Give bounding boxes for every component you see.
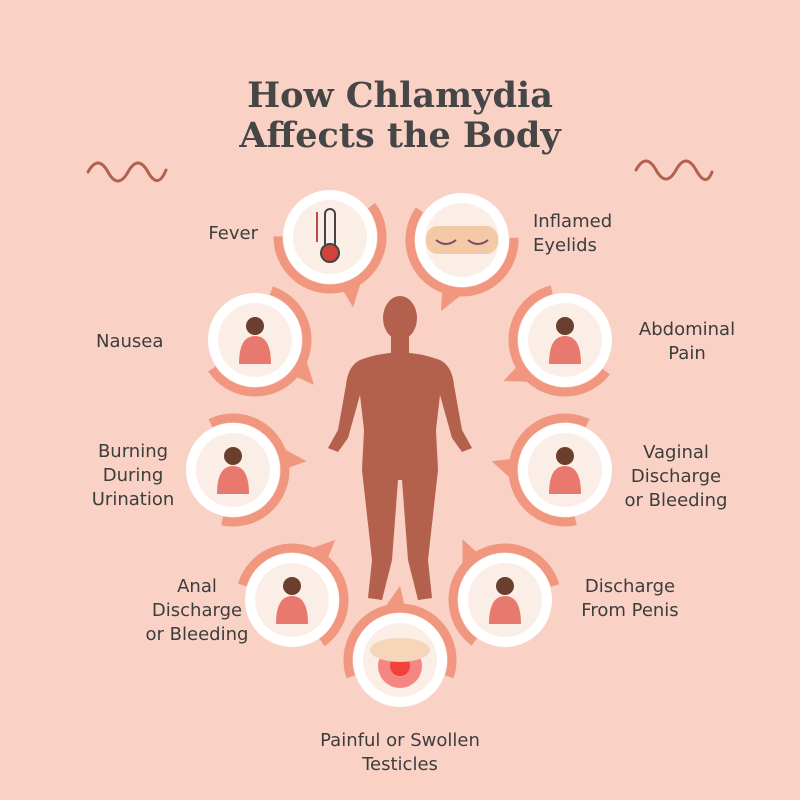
bubble-pointer: [503, 364, 535, 382]
bubble-pointer: [306, 539, 336, 562]
label-line: From Penis: [581, 600, 679, 621]
swollen-testicles-icon: [370, 638, 430, 688]
label-line: Urination: [91, 489, 175, 510]
title-line-1: How Chlamydia: [247, 75, 553, 116]
bubble-pointer: [382, 586, 406, 612]
symptom-label-nausea: Nausea: [96, 330, 163, 354]
page-title: How Chlamydia Affects the Body: [0, 76, 800, 156]
label-line: Pain: [668, 343, 706, 364]
bubble-pointer: [293, 355, 314, 385]
pelvis-icon: [489, 577, 521, 624]
symptom-bubble-fever: [273, 190, 387, 308]
symptom-bubble-burning-urination: [186, 413, 307, 527]
symptom-bubble-nausea: [208, 286, 314, 397]
squiggle-right: [634, 159, 714, 181]
label-line: Vaginal: [643, 442, 709, 463]
label-line: Nausea: [96, 331, 164, 352]
label-line: During: [102, 465, 164, 486]
label-line: or Bleeding: [145, 624, 249, 645]
label-line: or Bleeding: [624, 490, 728, 511]
closed-eyes-icon: [426, 226, 498, 254]
title-line-2: Affects the Body: [239, 115, 561, 156]
thermometer-icon: [316, 208, 340, 263]
bubble-pointer: [462, 539, 480, 571]
symptom-bubble-abdominal-pain: [503, 285, 612, 397]
label-line: Abdominal: [638, 319, 736, 340]
label-line: Eyelids: [533, 235, 597, 256]
label-line: Discharge: [151, 600, 243, 621]
symptom-label-fever: Fever: [208, 222, 258, 246]
squiggle-left: [86, 161, 168, 183]
person-back-pain-icon: [276, 577, 308, 624]
label-line: Testicles: [362, 754, 438, 775]
label-line: Discharge: [630, 466, 722, 487]
symptom-bubble-inflamed-eyelids: [405, 193, 519, 311]
woman-discomfort-icon: [217, 447, 249, 494]
symptom-bubble-penile-discharge: [448, 539, 560, 647]
uterus-icon: [549, 447, 581, 494]
symptom-bubble-testicles: [343, 586, 457, 707]
label-line: Discharge: [584, 576, 676, 597]
label-line: Anal: [177, 576, 217, 597]
symptom-bubble-vaginal-discharge: [491, 413, 612, 527]
nauseous-woman-icon: [239, 317, 271, 364]
symptom-bubble-anal-discharge: [237, 539, 349, 647]
label-line: Painful or Swollen: [320, 730, 480, 751]
body-silhouette: [328, 296, 472, 600]
label-line: Fever: [208, 223, 258, 244]
label-line: Inflamed: [533, 211, 613, 232]
bubble-pointer: [279, 446, 307, 470]
bubble-pointer: [441, 288, 466, 311]
bubble-pointer: [491, 458, 515, 482]
bubble-pointer: [341, 277, 363, 308]
label-line: Burning: [97, 441, 169, 462]
abdominal-pain-woman-icon: [549, 317, 581, 364]
